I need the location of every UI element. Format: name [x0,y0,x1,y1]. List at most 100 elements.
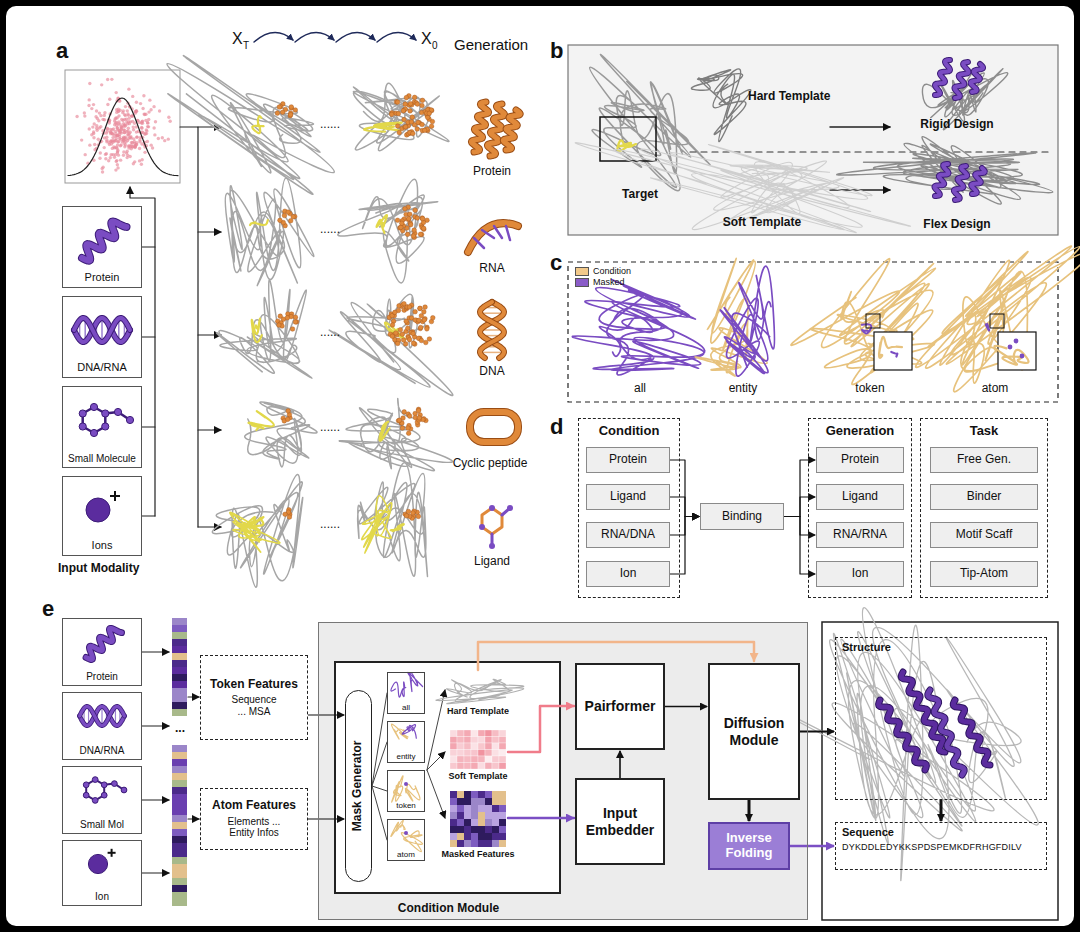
atom-sphere [427,337,432,342]
noise-dot [75,115,78,118]
feature-cell [464,833,471,840]
token-cell [172,899,187,906]
pair-cell [485,743,492,750]
noise-dot [143,151,146,154]
module-block: Diffusion Module [708,663,800,800]
atom-node [90,403,97,410]
feature-cell [450,840,457,847]
connector [308,818,344,819]
legend-text: Condition [593,266,631,276]
node-text: entity [396,752,415,761]
connector [619,751,621,778]
atom-sphere [412,228,417,233]
noise-dot [99,151,102,154]
feature-cell [471,791,478,798]
ligand [492,508,510,546]
node-text: Ligand [842,490,878,504]
noise-dot [133,146,136,149]
process-box: Motif Scaff [930,522,1038,548]
noise-dot [131,95,134,98]
pair-cell [457,756,464,763]
atom-sphere [416,514,421,519]
token-cell [172,660,187,667]
atom-sphere [425,327,430,332]
atom-sphere [404,95,409,100]
modality-box: Small Molecule [62,386,142,468]
noise-dot [100,83,103,86]
legend-swatch [575,267,589,276]
protein-ribbon [986,324,989,331]
arrow [142,799,169,800]
noise-dot [132,128,135,131]
feature-cell [457,798,464,805]
pair-cell [499,756,506,763]
generator-capsule: Mask Generator [345,690,372,882]
atom-node [126,416,133,423]
connector [790,845,834,848]
helix [82,222,127,261]
label: Masked Features [441,849,514,859]
wire [372,742,387,786]
pair-cell [471,743,478,750]
noise-dot [129,135,132,138]
module-box: Condition ModuleMask Generatorallentityt… [318,622,808,920]
feature-cell [457,812,464,819]
noise-dot [161,136,164,139]
feature-cell [450,833,457,840]
legend: ConditionMasked [575,266,631,288]
noise-dot [125,156,128,159]
noise-dot [148,98,151,101]
token-cell [172,857,187,864]
label: 0 [432,40,438,52]
feature-cell [499,826,506,833]
node-text: Protein [841,453,879,467]
atom-node [404,831,408,835]
atom-sphere [394,331,399,336]
node-text: Condition Module [336,902,561,916]
base-stick [482,230,494,238]
atom-node [507,505,513,511]
helix [971,168,985,194]
token-cell [172,885,187,892]
atom-sphere [288,112,293,117]
noise-dot [101,118,104,121]
connector [784,460,815,517]
atom-sphere [277,323,282,328]
feature-cell [464,812,471,819]
feature-cell [499,805,506,812]
arrow [142,651,169,652]
arrow [198,231,221,232]
atom-node [83,792,89,798]
token-cell [172,892,187,899]
protein-ribbon [575,143,910,233]
protein-ribbon [358,463,428,577]
noise-dot [152,105,155,108]
label: DNA [479,365,504,379]
pair-cell [471,763,478,770]
noise-dot [106,78,109,81]
token-cell [172,787,187,794]
noise-dot [114,168,117,171]
protein-ribbon [230,512,280,552]
process-box: Ion [586,561,670,587]
label: token [855,382,884,396]
noise-dot [115,137,118,140]
node-text: Small Molecule [68,453,136,465]
noise-dot [146,121,149,124]
noise-dot [111,132,114,135]
noise-dot [113,156,116,159]
noise-dot [130,141,133,144]
helix [86,628,122,659]
node-text: token [396,801,416,810]
legend-swatch [575,278,589,287]
noise-dot [140,120,143,123]
noise-dot [128,130,131,133]
atom-sphere [420,216,425,221]
helix [503,110,520,150]
noise-dot [122,128,125,131]
atom-sphere [411,331,416,336]
noise-dot [154,120,157,123]
node-text: Token Features [210,678,298,692]
atom-sphere [286,409,291,414]
noise-dot [80,138,83,141]
